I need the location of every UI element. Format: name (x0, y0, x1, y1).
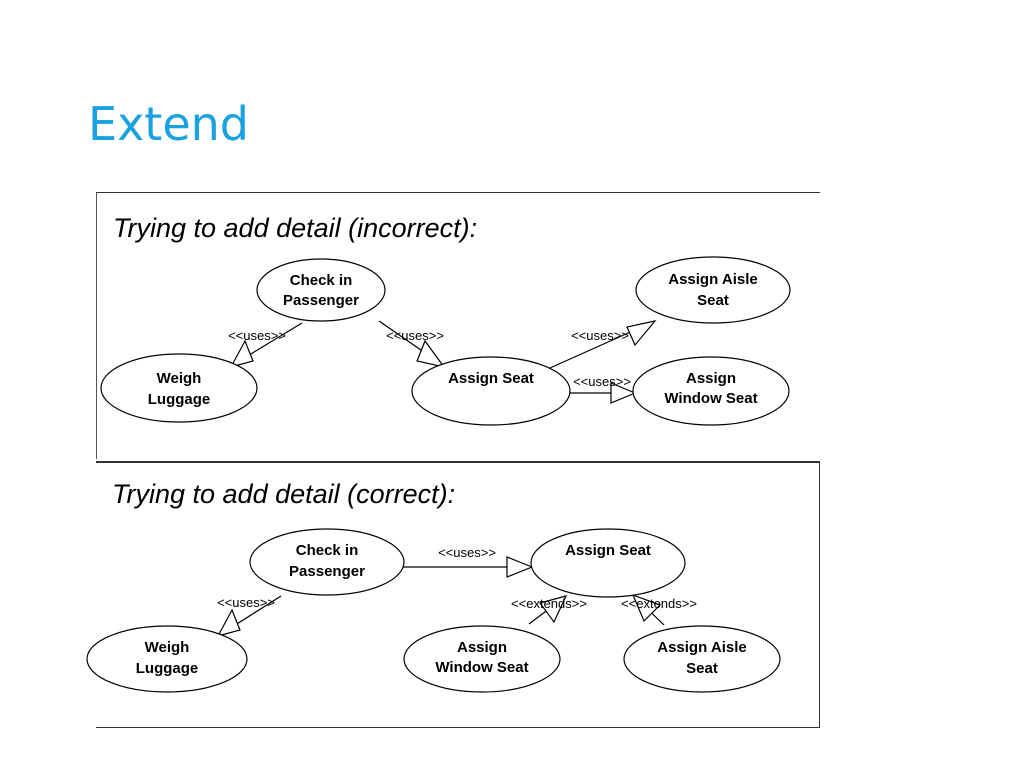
checkin-to-seat-arrowhead (506, 556, 534, 578)
check-in-passenger-label-line-2: Passenger (283, 292, 359, 309)
incorrect-diagram-panel: Trying to add detail (incorrect): Check … (96, 192, 820, 459)
incorrect-panel-heading: Trying to add detail (incorrect): (113, 213, 478, 243)
window-to-seat-arrowhead (538, 595, 568, 624)
seat-to-window-arrowhead (610, 382, 637, 404)
weigh-to-checkin-stereotype: <<uses>> (228, 328, 286, 343)
assign-window-seat-use-case (403, 625, 561, 693)
assign-aisle-seat-label-line-2: Seat (686, 660, 718, 677)
weigh-luggage-use-case (100, 353, 258, 423)
seat-to-checkin-stereotype: <<uses>> (386, 328, 444, 343)
assign-window-seat-label-line-2: Window Seat (435, 659, 528, 676)
assign-seat-use-case (530, 528, 686, 598)
assign-seat-label: Assign Seat (565, 542, 651, 559)
aisle-to-seat-stereotype: <<extends>> (621, 596, 697, 611)
weigh-luggage-label-line-2: Luggage (148, 391, 211, 408)
weigh-to-checkin-arrowhead (229, 339, 254, 368)
slide-title: Extend (88, 97, 249, 151)
seat-to-aisle-arrowhead (626, 320, 657, 347)
seat-to-aisle-stereotype: <<uses>> (571, 328, 629, 343)
weigh-to-checkin-arrowhead (216, 608, 241, 637)
checkin-to-seat-stereotype: <<uses>> (438, 545, 496, 560)
aisle-to-seat-arrowhead (631, 593, 662, 623)
assign-window-seat-label-line-2: Window Seat (664, 390, 757, 407)
check-in-passenger-label-line-1: Check in (290, 272, 353, 289)
assign-aisle-seat-use-case (635, 256, 791, 324)
correct-panel-heading: Trying to add detail (correct): (112, 479, 456, 509)
incorrect-use-case-diagram: Check in Passenger Weigh Luggage Assign … (100, 256, 791, 426)
assign-window-seat-label-line-1: Assign (686, 370, 736, 387)
check-in-passenger-label-line-1: Check in (296, 542, 359, 559)
assign-seat-use-case (411, 356, 571, 426)
weigh-luggage-label-line-1: Weigh (145, 639, 190, 656)
assign-aisle-seat-label-line-2: Seat (697, 292, 729, 309)
weigh-luggage-use-case (86, 625, 248, 693)
weigh-luggage-label-line-2: Luggage (136, 660, 199, 677)
check-in-passenger-use-case (256, 258, 386, 322)
seat-to-window-stereotype: <<uses>> (573, 374, 631, 389)
correct-use-case-diagram: Check in Passenger Weigh Luggage Assign … (86, 528, 781, 693)
assign-window-seat-use-case (632, 356, 790, 426)
assign-window-seat-label-line-1: Assign (457, 639, 507, 656)
weigh-luggage-label-line-1: Weigh (157, 370, 202, 387)
assign-aisle-seat-use-case (623, 625, 781, 693)
weigh-to-checkin-stereotype: <<uses>> (217, 595, 275, 610)
check-in-passenger-use-case (249, 528, 405, 596)
assign-aisle-seat-label-line-1: Assign Aisle (668, 271, 757, 288)
check-in-passenger-label-line-2: Passenger (289, 563, 365, 580)
assign-seat-label: Assign Seat (448, 370, 534, 387)
window-to-seat-stereotype: <<extends>> (511, 596, 587, 611)
seat-to-checkin-arrowhead (416, 339, 446, 368)
correct-diagram-panel: Trying to add detail (correct): Check in… (86, 461, 820, 728)
assign-aisle-seat-label-line-1: Assign Aisle (657, 639, 746, 656)
